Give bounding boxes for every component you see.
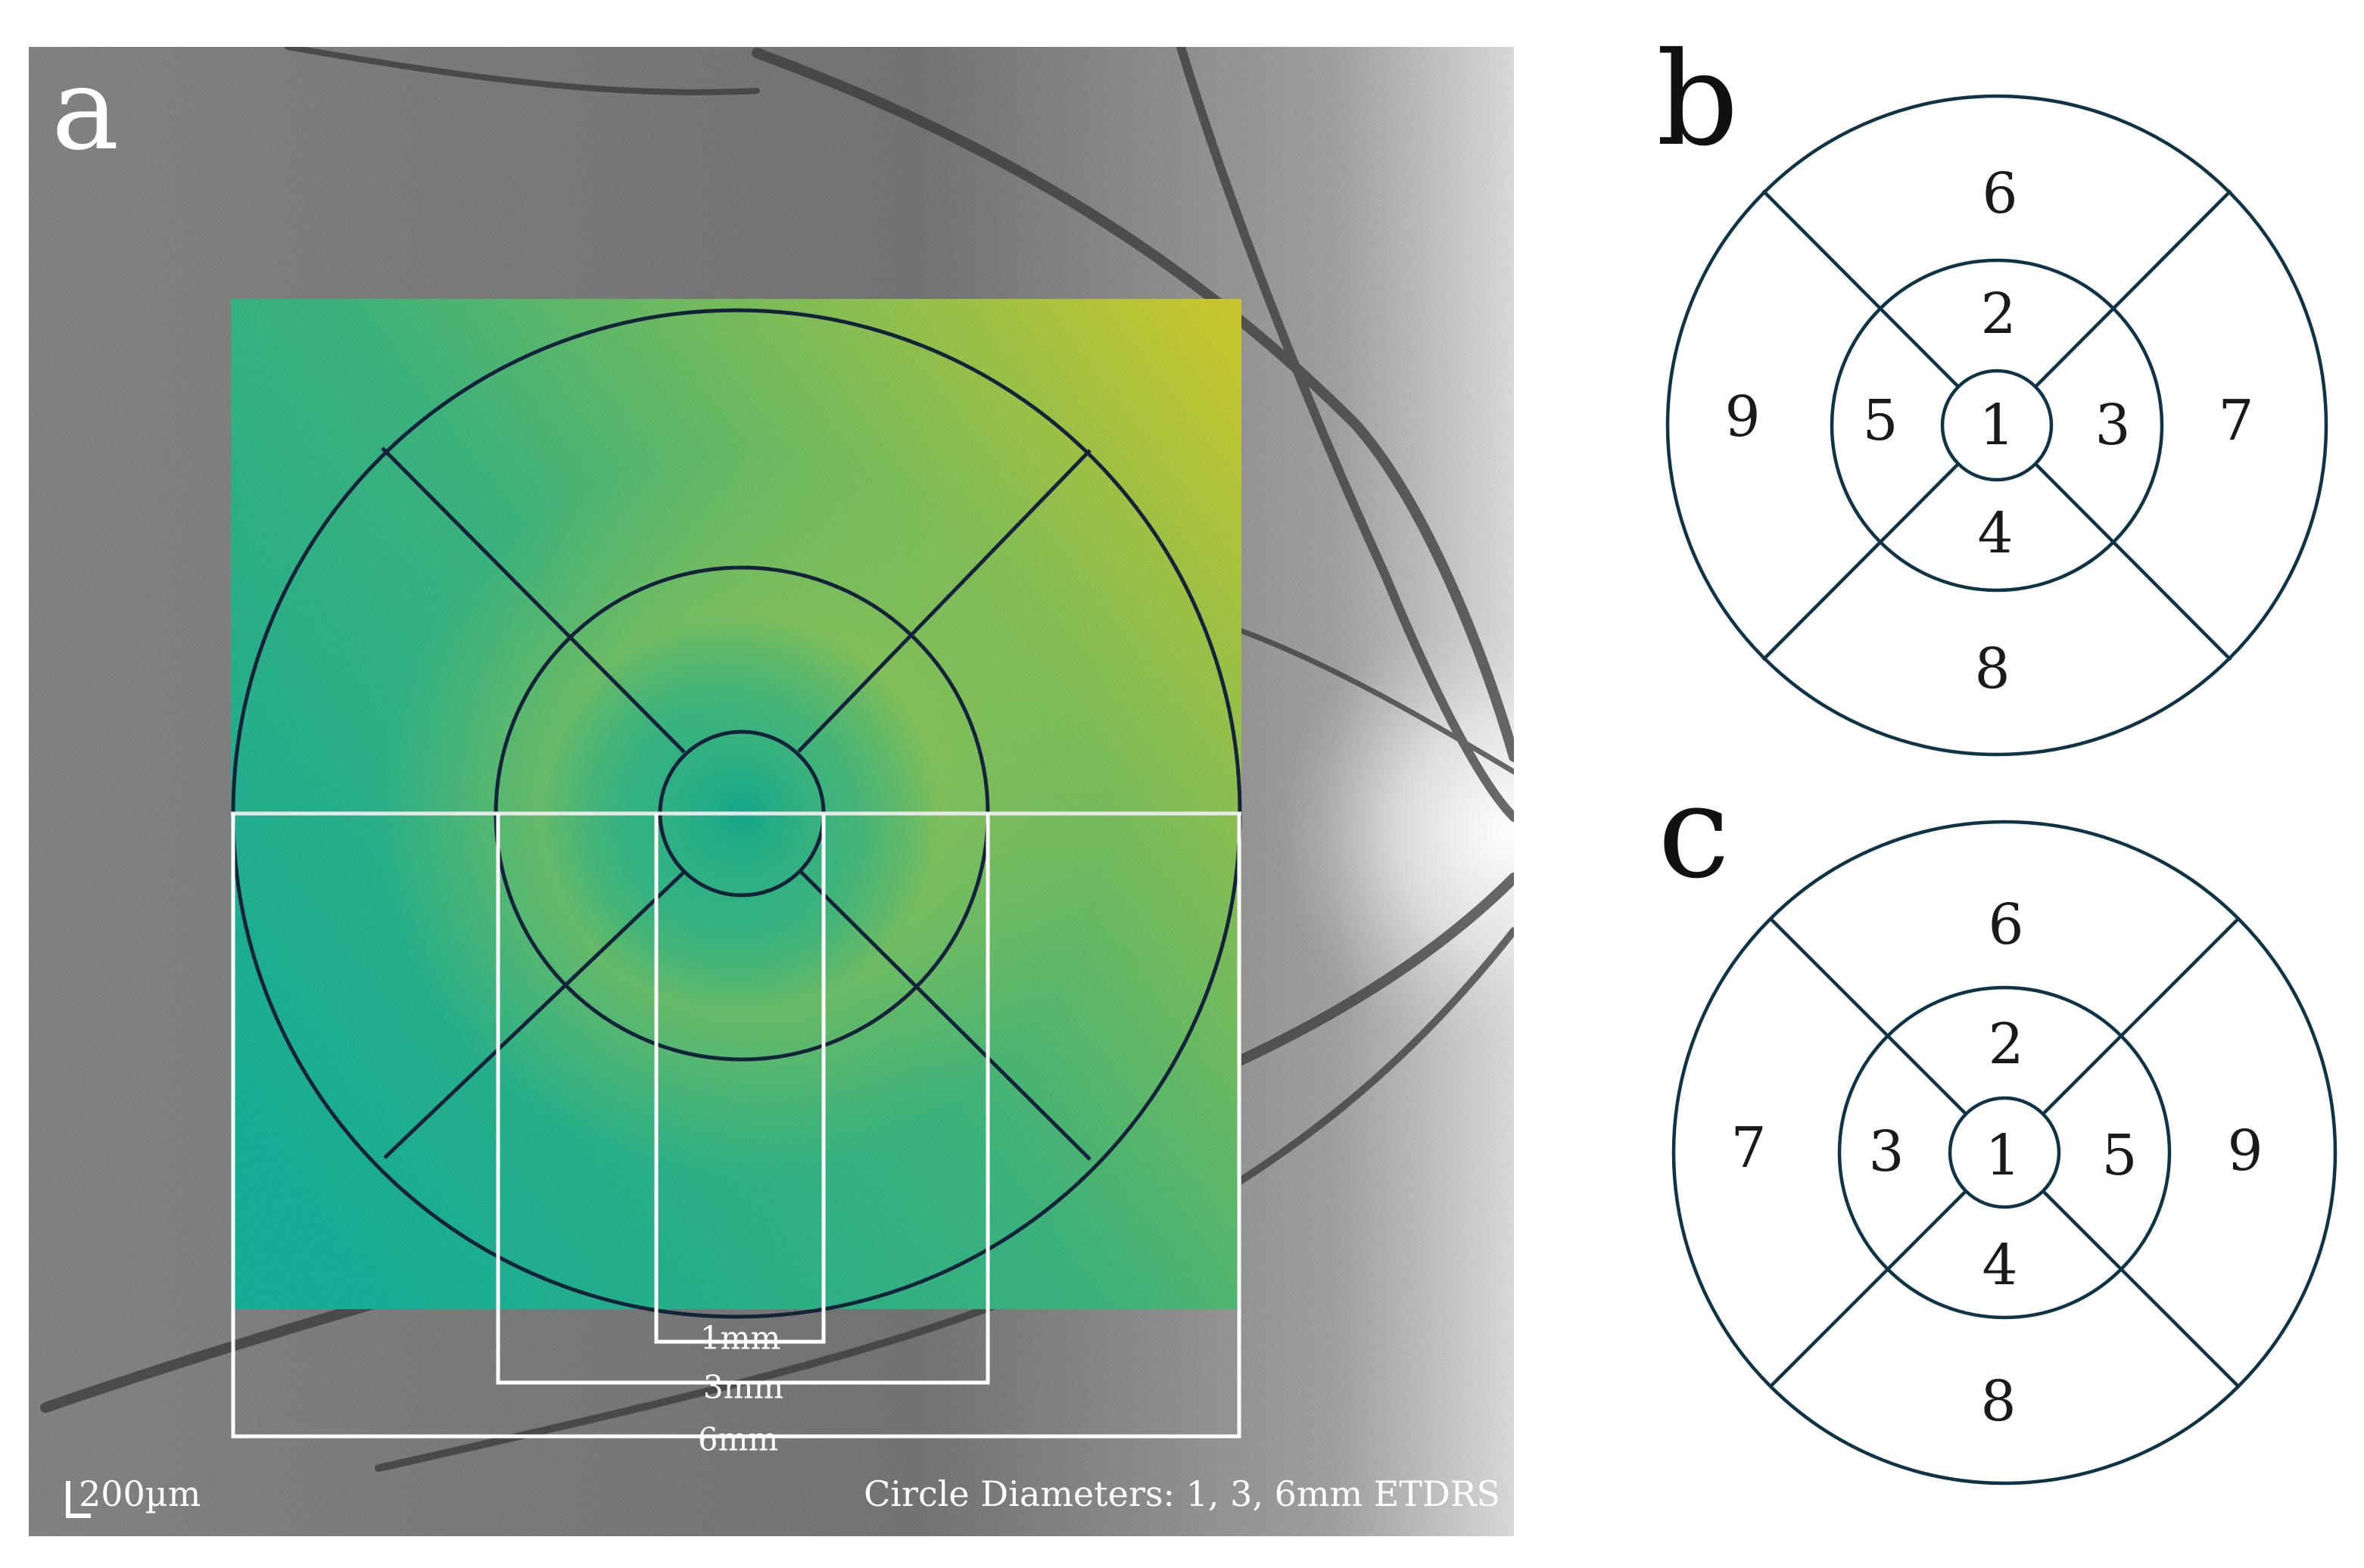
scale-bar-label: 200µm bbox=[79, 1473, 201, 1514]
guide-1mm bbox=[654, 814, 826, 1344]
sector-8: 8 bbox=[1974, 636, 2010, 702]
sector-8: 8 bbox=[1980, 1369, 2016, 1434]
sector-5: 5 bbox=[1862, 388, 1898, 453]
caption-text: Circle Diameters: 1, 3, 6mm ETDRS bbox=[864, 1473, 1500, 1514]
dimension-labels: 1mm 3mm 6mm bbox=[698, 1320, 783, 1458]
label-3mm: 3mm bbox=[703, 1369, 783, 1406]
sector-3: 3 bbox=[1868, 1119, 1904, 1184]
sector-6: 6 bbox=[1988, 892, 2023, 957]
guide-3mm bbox=[496, 814, 990, 1385]
grid-spoke bbox=[797, 449, 1092, 753]
panel-letter-a: a bbox=[51, 44, 119, 176]
sector-labels-b: 1 2 3 4 5 6 7 8 9 bbox=[1724, 161, 2253, 702]
sector-7: 7 bbox=[1730, 1115, 1766, 1181]
label-1mm: 1mm bbox=[700, 1320, 780, 1357]
sector-9: 9 bbox=[1724, 384, 1760, 450]
grid-spoke bbox=[383, 871, 685, 1159]
sector-4: 4 bbox=[1982, 1233, 2017, 1298]
etdrs-diagram-b bbox=[1665, 94, 2328, 757]
sector-9: 9 bbox=[2227, 1118, 2263, 1184]
sector-1: 1 bbox=[1979, 393, 2014, 458]
sector-2: 2 bbox=[1988, 1012, 2023, 1077]
panel-a: 1mm 3mm 6mm 200µm Circle Diameters: 1, 3… bbox=[29, 44, 1514, 1536]
sector-3: 3 bbox=[2095, 393, 2130, 458]
grid-spoke bbox=[799, 870, 1092, 1161]
panel-b: b 1 2 3 4 5 6 7 8 9 bbox=[1656, 25, 2328, 757]
panel-letter-c: c bbox=[1658, 758, 1730, 907]
panel-c: c 1 2 3 4 5 6 7 8 9 bbox=[1658, 758, 2338, 1486]
sector-labels-c: 1 2 3 4 5 6 7 8 9 bbox=[1730, 892, 2263, 1434]
sector-5: 5 bbox=[2101, 1123, 2137, 1188]
dimension-guides bbox=[231, 811, 1241, 1439]
etdrs-diagram-c bbox=[1671, 820, 2338, 1486]
grid-spoke bbox=[381, 446, 686, 754]
sector-7: 7 bbox=[2218, 388, 2253, 453]
sector-2: 2 bbox=[1980, 282, 2016, 347]
panel-letter-b: b bbox=[1656, 25, 1739, 175]
sector-4: 4 bbox=[1977, 501, 2013, 566]
sector-1: 1 bbox=[1985, 1123, 2020, 1188]
guide-6mm bbox=[231, 814, 1241, 1439]
sector-6: 6 bbox=[1982, 161, 2017, 226]
label-6mm: 6mm bbox=[698, 1421, 778, 1458]
scale-bar bbox=[66, 1481, 91, 1518]
